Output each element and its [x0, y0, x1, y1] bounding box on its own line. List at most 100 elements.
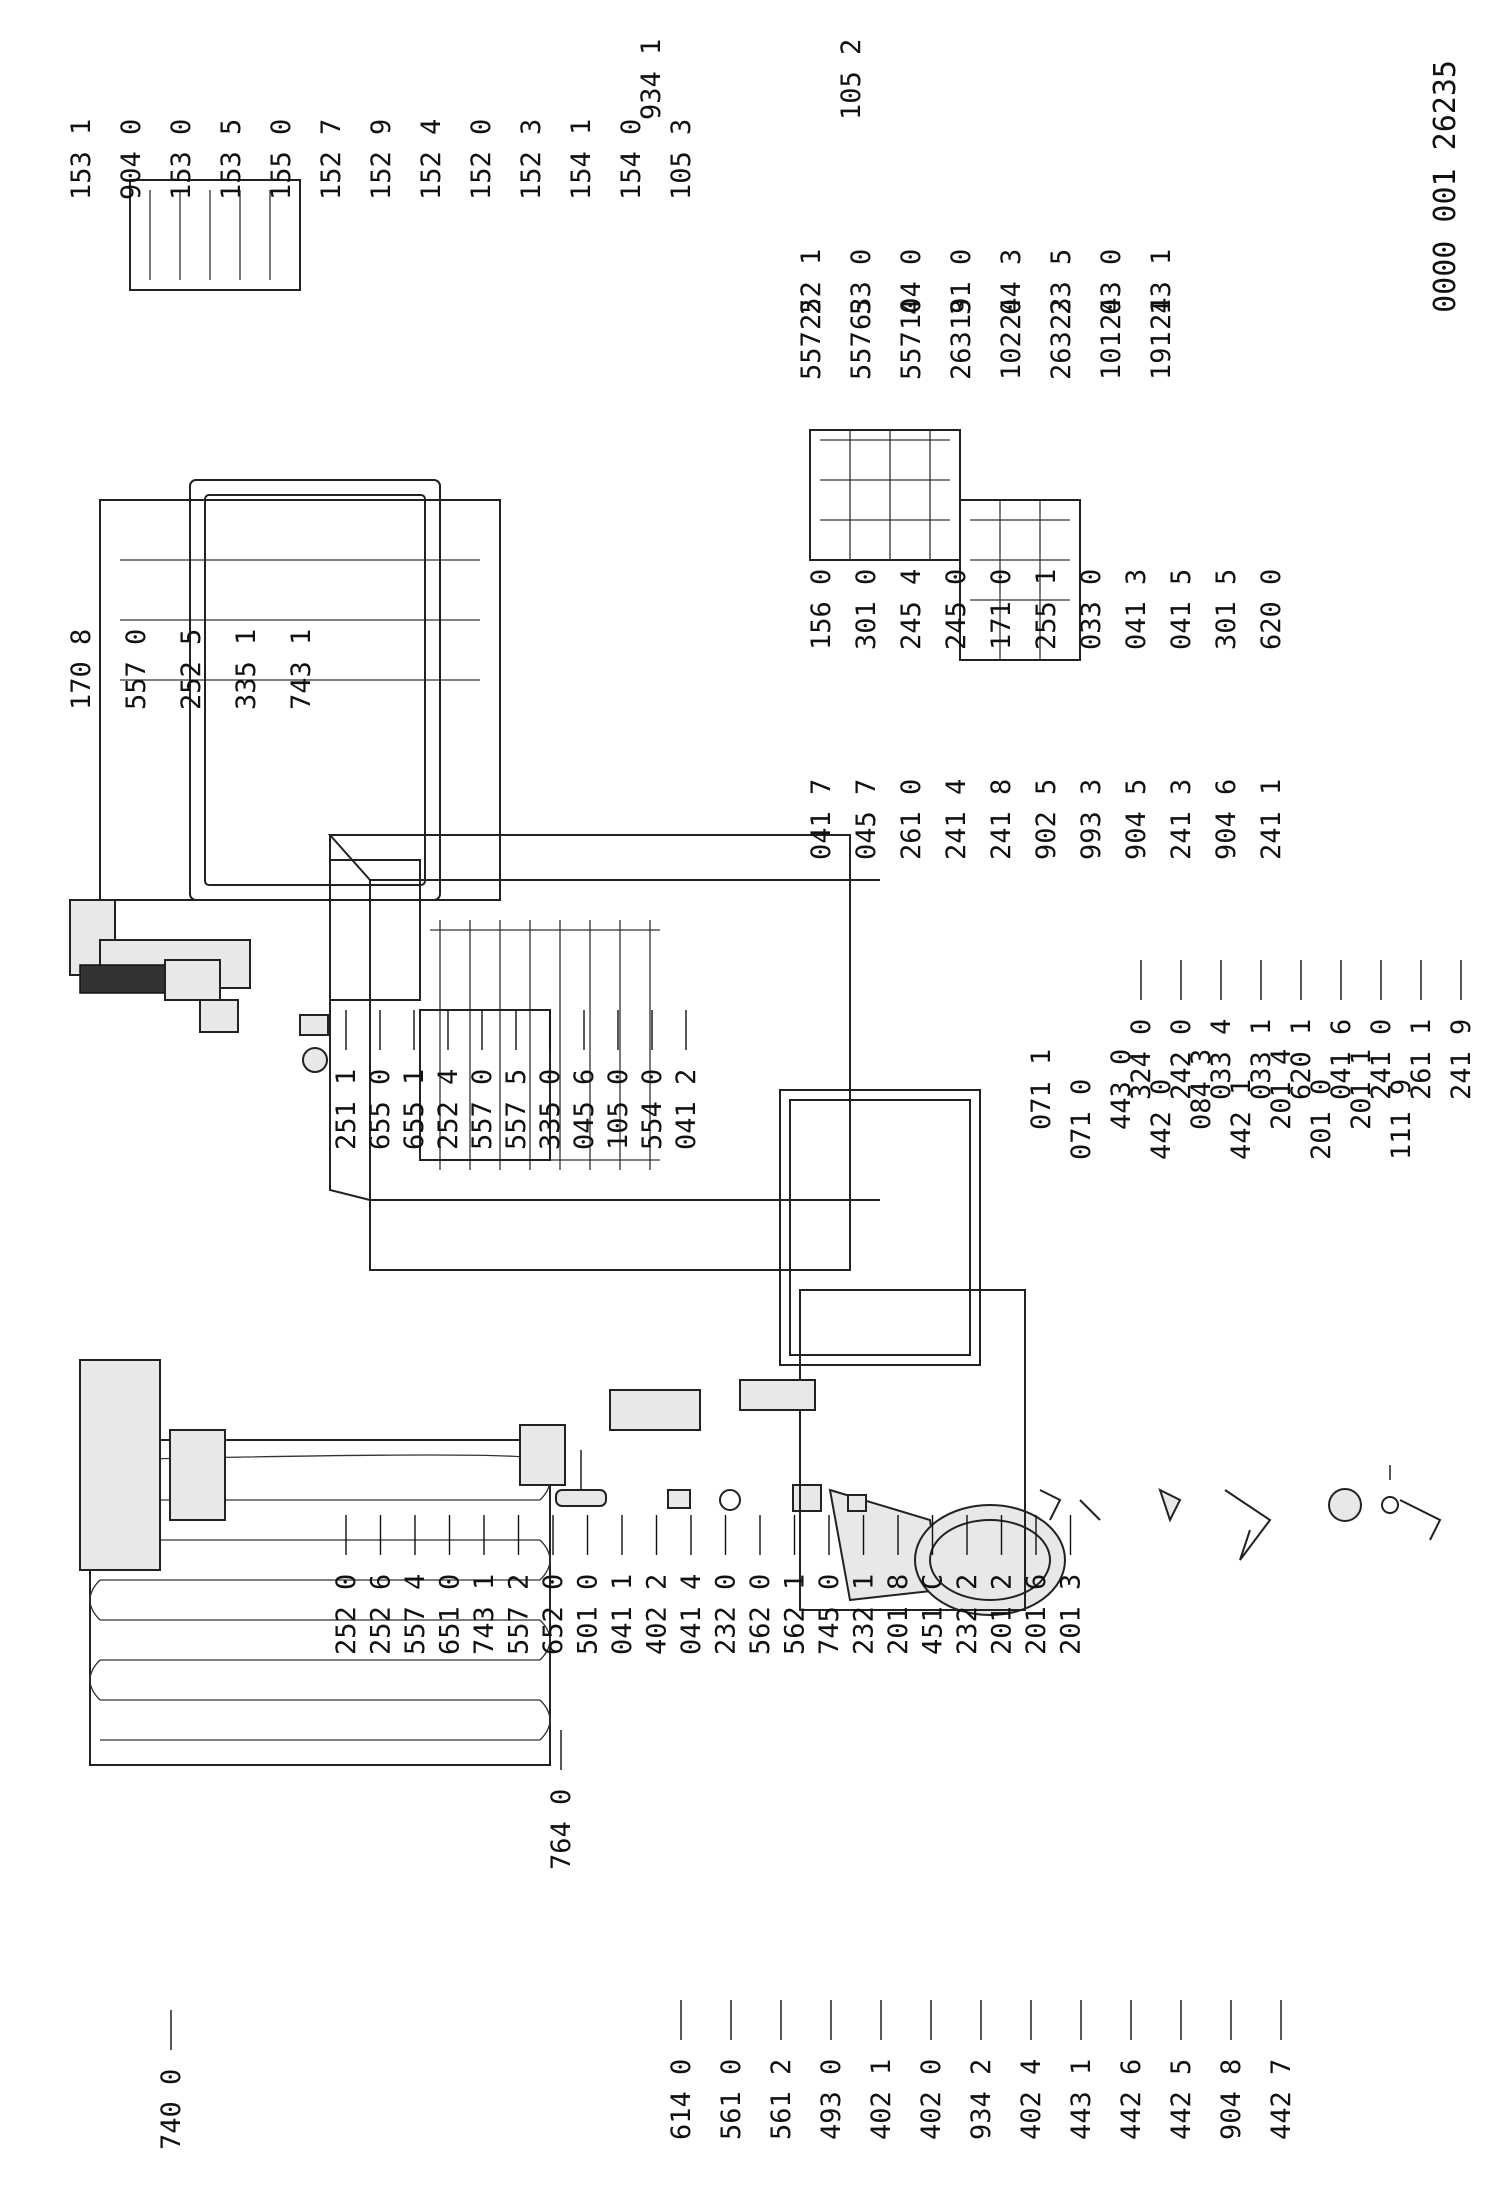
- compressor-small-parts: [667, 1484, 1442, 1561]
- part-number-label: 245 4: [896, 569, 927, 650]
- part-number-label: 904 8: [1216, 2059, 1247, 2140]
- part-number-label: 261 1: [1406, 1019, 1437, 1100]
- part-number-label: 442 7: [1266, 2059, 1297, 2140]
- freezer-door-gasket: [189, 479, 441, 901]
- part-number-label: 241 4: [941, 779, 972, 860]
- part-number-label: 904 5: [1121, 779, 1152, 860]
- part-number-label: 201 4: [1266, 1049, 1297, 1130]
- freezer-baskets: [809, 429, 1081, 661]
- part-number-label: 252 5: [176, 629, 207, 710]
- part-number-label: 071 0: [1066, 1079, 1097, 1160]
- part-number-label: 633 0: [846, 249, 877, 330]
- part-number-label: 263 2: [1046, 299, 1077, 380]
- part-number-label: 745 0: [814, 1574, 845, 1655]
- part-number-label: 241 1: [1256, 779, 1287, 860]
- part-number-label: 620 0: [1256, 569, 1287, 650]
- part-number-label: 033 1: [1246, 1019, 1277, 1100]
- part-number-label: 105 2: [836, 39, 867, 120]
- part-number-label: 152 7: [316, 119, 347, 200]
- part-number-label: 557 2: [796, 299, 827, 380]
- part-number-label: 084 3: [1186, 1049, 1217, 1130]
- part-number-label: 501 0: [573, 1574, 604, 1655]
- part-number-label: 442 6: [1116, 2059, 1147, 2140]
- part-number-label: 557 4: [400, 1574, 431, 1655]
- part-number-label: 153 5: [216, 119, 247, 200]
- part-number-label: 402 1: [866, 2059, 897, 2140]
- part-number-label: 232 1: [849, 1574, 880, 1655]
- part-number-label: 335 1: [231, 629, 262, 710]
- thermostat-parts: [299, 1014, 329, 1073]
- part-number-label: 154 1: [566, 119, 597, 200]
- part-number-label: 201 0: [1306, 1079, 1337, 1160]
- part-number-label: 153 0: [166, 119, 197, 200]
- part-number-label: 243 1: [1146, 249, 1177, 330]
- part-number-label: 033 4: [1206, 1019, 1237, 1100]
- part-number-label: 252 4: [433, 1069, 464, 1150]
- part-number-label: 201 8: [883, 1574, 914, 1655]
- part-number-label: 041 4: [676, 1574, 707, 1655]
- part-number-label: 557 5: [846, 299, 877, 380]
- part-number-label: 102 0: [996, 299, 1027, 380]
- part-number-label: 934 1: [636, 39, 667, 120]
- part-number-label: 244 3: [996, 249, 1027, 330]
- part-number-label: 041 3: [1121, 569, 1152, 650]
- part-number-label: 402 4: [1016, 2059, 1047, 2140]
- part-number-label: 402 0: [916, 2059, 947, 2140]
- freezer-liner: [99, 499, 501, 901]
- shelf-glass: [129, 179, 301, 291]
- part-number-label: 442 1: [1226, 1079, 1257, 1160]
- part-number-label: 614 0: [666, 2059, 697, 2140]
- compressor-part: [828, 1488, 1066, 1616]
- part-number-label: 993 3: [1076, 779, 1107, 860]
- part-number-label: 041 6: [1326, 1019, 1357, 1100]
- part-number-label: 562 1: [780, 1574, 811, 1655]
- part-number-label: 101 0: [1096, 299, 1127, 380]
- part-number-label: 655 1: [399, 1069, 430, 1150]
- part-number-label: 652 0: [538, 1574, 569, 1655]
- part-number-label: 041 7: [806, 779, 837, 860]
- part-number-label: 201 1: [1346, 1049, 1377, 1130]
- part-number-label: 251 1: [331, 1069, 362, 1150]
- part-number-label: 562 0: [745, 1574, 776, 1655]
- part-number-label: 191 1: [1146, 299, 1177, 380]
- part-number-label: 443 0: [1106, 1049, 1137, 1130]
- part-number-label: 153 1: [66, 119, 97, 200]
- part-number-label: 111 9: [1386, 1079, 1417, 1160]
- part-number-label: 764 0: [546, 1789, 577, 1870]
- part-number-label: 241 0: [1366, 1019, 1397, 1100]
- part-number-label: 241 9: [1446, 1019, 1477, 1100]
- part-number-label: 201 3: [1056, 1574, 1087, 1655]
- part-number-label: 902 5: [1031, 779, 1062, 860]
- part-number-label: 152 9: [366, 119, 397, 200]
- part-number-label: 041 1: [607, 1574, 638, 1655]
- part-number-label: 156 0: [806, 569, 837, 650]
- part-number-label: 152 3: [516, 119, 547, 200]
- part-number-label: 301 0: [851, 569, 882, 650]
- part-number-label: 442 0: [1146, 1079, 1177, 1160]
- part-number-label: 743 1: [286, 629, 317, 710]
- part-number-label: 301 5: [1211, 569, 1242, 650]
- part-number-label: 155 0: [266, 119, 297, 200]
- part-number-label: 557 2: [504, 1574, 535, 1655]
- part-number-label: 904 6: [1211, 779, 1242, 860]
- part-number-label: 255 1: [1031, 569, 1062, 650]
- part-number-label: 170 8: [66, 629, 97, 710]
- part-number-label: 335 0: [535, 1069, 566, 1150]
- part-number-label: 442 5: [1166, 2059, 1197, 2140]
- part-number-label: 620 1: [1286, 1019, 1317, 1100]
- part-number-label: 561 2: [766, 2059, 797, 2140]
- part-number-label: 233 5: [1046, 249, 1077, 330]
- part-number-label: 105 3: [666, 119, 697, 200]
- part-number-label: 261 0: [896, 779, 927, 860]
- part-number-label: 557 4: [896, 299, 927, 380]
- door-shelf-set: [79, 1359, 816, 1571]
- part-number-label: 242 0: [1166, 1019, 1197, 1100]
- part-number-label: 557 5: [501, 1069, 532, 1150]
- part-number-label: 152 0: [466, 119, 497, 200]
